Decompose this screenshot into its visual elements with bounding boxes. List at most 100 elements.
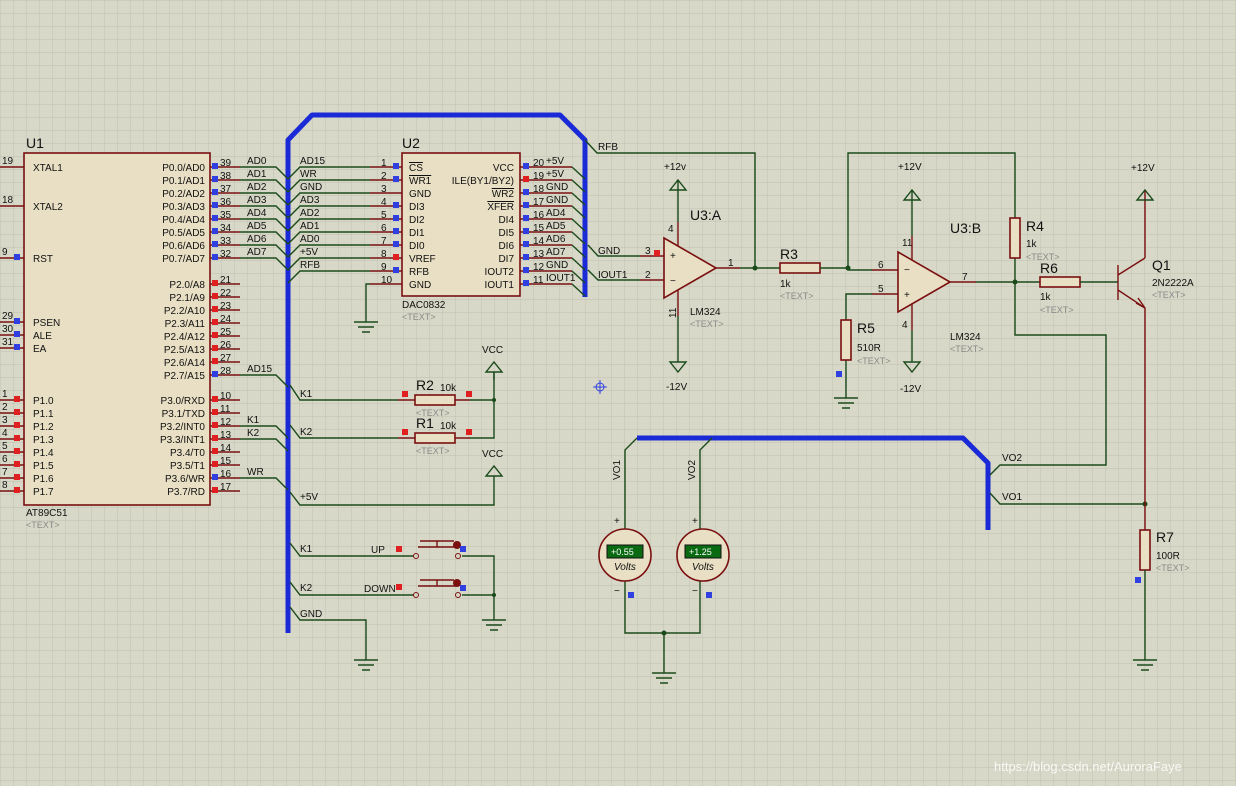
u2-pin-number: 5 (381, 210, 387, 221)
u1-pin-label: P2.1/A9 (169, 293, 205, 304)
r3-resistor[interactable]: R3 1k <TEXT> (779, 246, 821, 301)
u2-net-wire (571, 205, 586, 219)
q1-transistor[interactable]: Q1 2N2222A <TEXT> +12V (1117, 163, 1194, 530)
u1-pin-number: 39 (220, 158, 232, 169)
r1-resistor[interactable]: R1 10k <TEXT> (398, 415, 472, 456)
r6-text: <TEXT> (1040, 305, 1074, 315)
u1-text: <TEXT> (26, 520, 60, 530)
u2-pin-number: 2 (381, 171, 387, 182)
u1-pin-label: P3.0/RXD (161, 396, 205, 407)
u1-pin-marker (14, 254, 20, 260)
u1-pin-number: 36 (220, 197, 232, 208)
u1-pin-label: P3.7/RD (167, 487, 205, 498)
u1-pin-number: 35 (220, 210, 232, 221)
u1-pin-number: 11 (220, 404, 231, 415)
u2-text: <TEXT> (402, 312, 436, 322)
r1-text: <TEXT> (416, 446, 450, 456)
r5-val: 510R (857, 343, 881, 354)
r3-text: <TEXT> (780, 291, 814, 301)
u1-pin-marker (212, 332, 218, 338)
down-button[interactable]: DOWN (364, 579, 466, 598)
u2-net-wire (287, 231, 370, 245)
u3b-wiring: VO2 VO1 (820, 152, 1148, 507)
u1-pin-number: 6 (2, 454, 8, 465)
net-k2-label-2: K2 (300, 583, 313, 594)
u2-net-label: WR (300, 169, 317, 180)
u3b-opamp[interactable]: U3:B LM324 <TEXT> −+ 6 5 7 11 4 (872, 220, 984, 354)
r5-resistor[interactable]: R5 510R <TEXT> (836, 319, 891, 377)
u1-microcontroller[interactable]: U1 AT89C51 <TEXT> 19XTAL118XTAL29RST29PS… (0, 135, 240, 530)
u1-pin-label: P1.0 (33, 396, 54, 407)
u1-pin-label: P3.2/INT0 (160, 422, 205, 433)
vm1-unit: Volts (614, 562, 636, 573)
u1-pin-number: 19 (2, 156, 14, 167)
up-button[interactable]: UP (371, 540, 466, 559)
u1-pin-marker (212, 215, 218, 221)
u1-net-wire (240, 477, 289, 491)
u1-pin-marker (212, 241, 218, 247)
button-network: K1 K2 GND (289, 542, 506, 671)
u1-pin-number: 30 (2, 324, 14, 335)
vcc-label-2: VCC (482, 449, 503, 460)
r6-resistor[interactable]: R6 1k <TEXT> (1039, 260, 1118, 315)
voltmeter-vo2[interactable]: VO2 +1.25 Volts +− (676, 460, 730, 598)
u3a-opamp[interactable]: U3:A LM324 <TEXT> +− 3 2 1 4 11 (640, 207, 740, 329)
r4-resistor[interactable]: R4 1k <TEXT> (1009, 217, 1060, 262)
u1-pin-label: P0.6/AD6 (162, 241, 205, 252)
u1-pin-label: P2.7/A15 (164, 371, 206, 382)
r6-ref: R6 (1040, 260, 1058, 276)
u2-pin-marker (393, 202, 399, 208)
r4-ref: R4 (1026, 218, 1044, 234)
u2-bus-wires: AD15WRGNDAD3AD2AD1AD0+5VRFB+5V+5VGNDGNDA… (287, 156, 586, 297)
u3b-vn-label: -12V (900, 384, 921, 395)
u1-pin-label: P3.1/TXD (162, 409, 205, 420)
u2-pin-marker (393, 215, 399, 221)
r2-resistor[interactable]: R2 10k <TEXT> (398, 377, 472, 418)
u1-pin-marker (212, 422, 218, 428)
u2-pin-number: 8 (381, 249, 387, 260)
u1-net-label: AD7 (247, 247, 267, 258)
u1-pin-label: PSEN (33, 318, 60, 329)
u1-pin-number: 31 (2, 337, 14, 348)
u1-pin-label: P0.1/AD1 (162, 176, 205, 187)
u2-pin-marker (523, 267, 529, 273)
u1-pin-marker (212, 487, 218, 493)
u2-net-label: +5V (546, 169, 564, 180)
u2-pin-label: DI5 (498, 228, 514, 239)
u1-pin-label: P2.5/A13 (164, 345, 206, 356)
u1-pin-marker (212, 435, 218, 441)
r7-resistor[interactable]: R7 100R <TEXT> (1133, 529, 1190, 671)
u1-net-wire (240, 425, 289, 439)
u1-net-wire (240, 166, 289, 180)
u2-pin-marker (523, 163, 529, 169)
u1-pin-number: 34 (220, 223, 232, 234)
u3b-pin-out: 7 (962, 272, 968, 283)
u1-pin-marker (212, 176, 218, 182)
u1-pin-number: 17 (220, 482, 232, 493)
u2-net-label: AD0 (300, 234, 320, 245)
u1-pin-marker (14, 409, 20, 415)
u2-net-wire (287, 244, 370, 258)
u1-pin-marker (14, 461, 20, 467)
u2-pin-label: DI3 (409, 202, 425, 213)
u1-pin-label: P3.6/WR (165, 474, 205, 485)
vm2-reading: +1.25 (689, 547, 712, 557)
u1-pin-number: 15 (220, 456, 232, 467)
u1-pin-marker (212, 163, 218, 169)
u1-pin-number: 21 (220, 275, 232, 286)
u2-part: DAC0832 (402, 300, 446, 311)
u1-part: AT89C51 (26, 508, 68, 519)
q1-text: <TEXT> (1152, 290, 1186, 300)
u3a-vp-label: +12v (664, 162, 686, 173)
u1-pin-marker (14, 318, 20, 324)
u1-pin-marker (212, 409, 218, 415)
u2-net-wire (287, 166, 370, 180)
u2-pin-label: WR2 (492, 189, 515, 200)
u1-pin-label: P1.5 (33, 461, 54, 472)
u1-pin-number: 27 (220, 353, 232, 364)
u1-pin-marker (14, 344, 20, 350)
u3b-part: LM324 (950, 332, 981, 343)
voltmeter-vo1[interactable]: VO1 +0.55 Volts +− (598, 460, 652, 598)
